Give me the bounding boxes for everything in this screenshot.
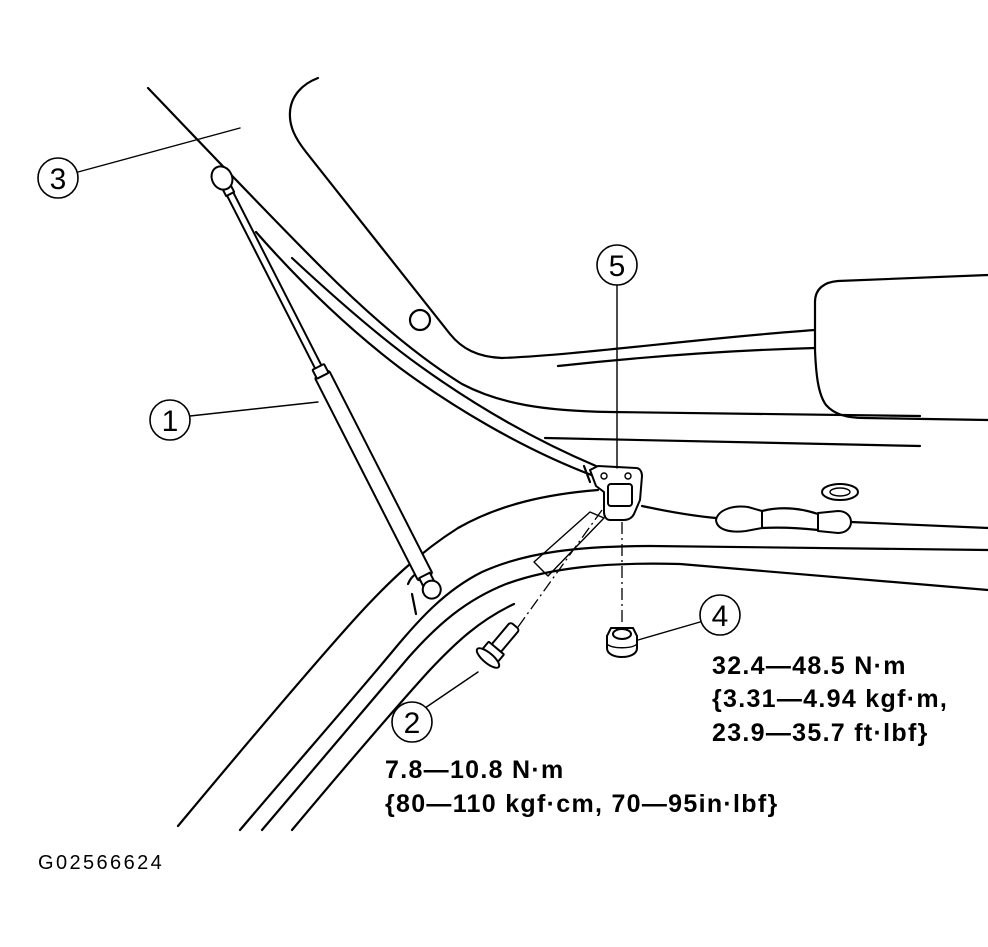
- striker-plate-outline: [533, 511, 605, 577]
- torque-spec-item-2: 7.8—10.8 N·m {80—110 kgf·cm, 70—95in·lbf…: [385, 756, 779, 818]
- body-opening-edge-3: [260, 562, 988, 832]
- body-opening-edge-1: [176, 488, 600, 828]
- body-opening-edge-4: [290, 602, 516, 832]
- latch-mount-hole-right: [624, 472, 632, 480]
- callout-2: 2: [391, 671, 479, 743]
- torque-spec-item-2-line-2: {80—110 kgf·cm, 70—95in·lbf}: [385, 790, 779, 818]
- torque-spec-item-4-line-1: 32.4—48.5 N·m: [712, 652, 907, 680]
- liftgate-trim-line-1: [254, 230, 596, 478]
- harness-grommet-inner: [829, 487, 851, 497]
- callout-1: 1: [149, 399, 319, 441]
- harness-tube-bottom: [760, 526, 820, 532]
- callout-2-number: 2: [404, 707, 421, 740]
- callout-4: 4: [637, 594, 741, 641]
- strut-lower-ball-joint: [421, 579, 442, 600]
- callout-5: 5: [596, 244, 638, 469]
- liftgate-panel-recess: [813, 273, 988, 422]
- liftgate-lower-trim-line: [543, 436, 922, 448]
- harness-connector-1: [715, 505, 763, 533]
- callout-5-circle: [596, 244, 638, 286]
- strut-lower-bracket-tab: [410, 592, 418, 616]
- wiring-harness: [640, 483, 988, 534]
- callout-2-leader: [424, 671, 479, 709]
- nut-top: [612, 628, 632, 640]
- liftgate-panel-hole: [408, 308, 432, 332]
- torque-spec-item-2-line-1: 7.8—10.8 N·m: [385, 756, 565, 784]
- torque-spec-item-4-line-3: 23.9—35.7 ft·lbf}: [712, 719, 929, 747]
- latch-mount-hole-left: [600, 472, 608, 480]
- callout-5-number: 5: [609, 250, 626, 283]
- torque-spec-item-4-line-2: {3.31—4.94 kgf·m,: [712, 685, 948, 713]
- callout-1-circle: [149, 399, 191, 441]
- callout-3-leader: [77, 127, 241, 173]
- callout-4-number: 4: [712, 600, 729, 633]
- callout-2-circle: [391, 701, 433, 743]
- flange-nut: [606, 627, 638, 658]
- liftgate-trim-line-2: [290, 256, 598, 468]
- figure-id: G02566624: [38, 852, 164, 874]
- latch-hook: [582, 464, 592, 484]
- strut-rod: [224, 187, 325, 374]
- bolt-alignment-line: [517, 509, 603, 628]
- liftgate-edges: [146, 86, 922, 478]
- callout-1-number: 1: [162, 405, 179, 438]
- flange-bolt: [475, 622, 520, 669]
- bolt-flange: [475, 647, 501, 669]
- callout-3-circle: [37, 157, 79, 199]
- nut-flange-line: [606, 643, 638, 649]
- harness-trim-line: [849, 520, 988, 530]
- torque-spec-item-4: 32.4—48.5 N·m {3.31—4.94 kgf·m, 23.9—35.…: [712, 652, 948, 747]
- strut-cylinder: [314, 370, 433, 582]
- harness-lead: [640, 504, 718, 520]
- liftgate-panel-inner-line: [556, 346, 817, 368]
- liftgate-latch: [582, 464, 643, 521]
- latch-mechanism: [607, 483, 633, 507]
- body-opening-edge-2: [238, 544, 988, 832]
- strut-collar: [311, 363, 330, 380]
- callout-3: 3: [37, 127, 241, 199]
- gas-strut: [210, 165, 442, 600]
- strut-upper-ball-joint: [210, 165, 234, 191]
- liftgate-panel-outline: [288, 76, 817, 360]
- liftgate-panel: [288, 76, 988, 422]
- harness-connector-2: [817, 510, 852, 534]
- callout-1-leader: [189, 401, 319, 417]
- harness-grommet: [821, 483, 859, 501]
- body-opening: [176, 488, 988, 832]
- callout-3-number: 3: [50, 163, 67, 196]
- callout-4-leader: [637, 621, 701, 641]
- callout-4-circle: [699, 594, 741, 636]
- harness-tube-top: [760, 507, 820, 516]
